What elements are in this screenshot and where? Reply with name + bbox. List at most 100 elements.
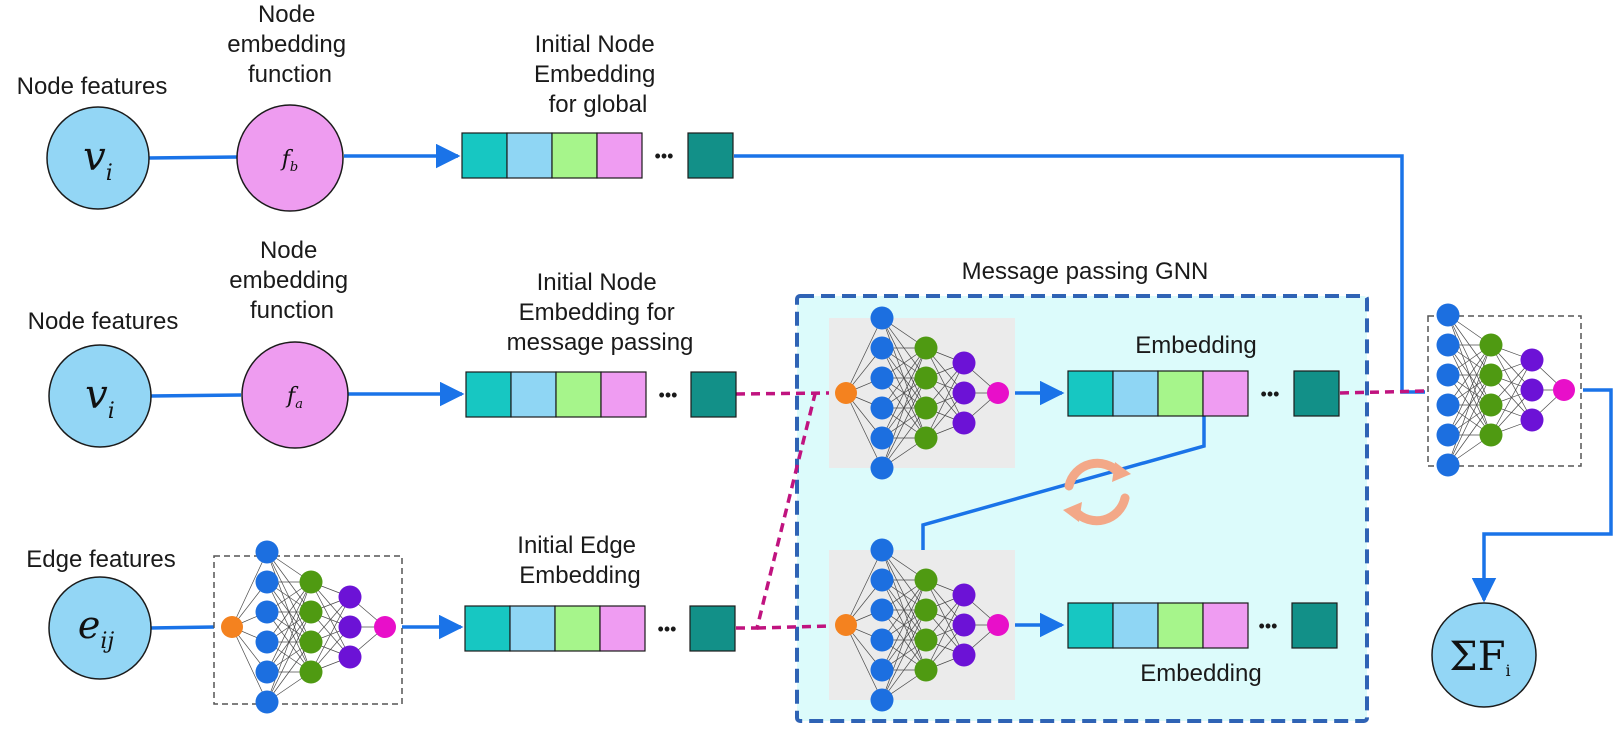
network-neuron (1479, 393, 1503, 417)
network-neuron (870, 336, 894, 360)
vector-cell (1202, 602, 1249, 649)
network-neuron (255, 630, 279, 654)
node-feature-symbol-1: vi (83, 134, 113, 186)
network-neuron (952, 583, 976, 607)
network-neuron (952, 381, 976, 405)
row1-link (147, 155, 239, 160)
mp-dashed-bottom (756, 624, 831, 630)
network-neuron (870, 538, 894, 562)
vector-cell (1067, 370, 1114, 417)
ellipsis: ••• (659, 385, 678, 405)
network-neuron (914, 336, 938, 360)
network-neuron (952, 411, 976, 435)
network-neuron (255, 540, 279, 564)
vector-cell (551, 132, 598, 179)
ellipsis: ••• (658, 619, 677, 639)
row-edge: Edge features eij Initial Edge Embedding… (26, 532, 736, 680)
vector-cell (464, 605, 511, 652)
node-embedding-fn-label-2: Node embedding function (229, 237, 354, 324)
initial-node-global-label: Initial Node Embedding for global (534, 31, 662, 118)
gnn-edge-network (829, 538, 1015, 712)
network-neuron (987, 382, 1009, 404)
vector-cell (1112, 602, 1159, 649)
edge-embedding-network (213, 540, 403, 714)
fa-function-circle (241, 341, 349, 449)
initial-node-mp-label: Initial Node Embedding for message passi… (507, 269, 694, 356)
network-neuron (835, 614, 857, 636)
network-neuron (299, 630, 323, 654)
refresh-cycle-icon (1063, 458, 1131, 526)
vector-cell (1202, 370, 1249, 417)
network-neuron (870, 306, 894, 330)
vector-cell (1112, 370, 1159, 417)
gnn-embedding-top: Embedding ••• (1067, 332, 1340, 417)
network-neuron (870, 598, 894, 622)
vector-cell (510, 371, 557, 418)
network-neuron (1520, 378, 1544, 402)
network-neuron (914, 658, 938, 682)
initial-edge-label: Initial Edge Embedding (517, 532, 642, 589)
embedding-label-bottom: Embedding (1140, 660, 1261, 687)
connectors (147, 143, 1613, 640)
network-neuron (255, 660, 279, 684)
vector-cell-last (690, 371, 737, 418)
network-neuron (914, 426, 938, 450)
network-neuron (870, 658, 894, 682)
vector-cell (554, 605, 601, 652)
edge-features-label: Edge features (26, 546, 175, 573)
ellipsis: ••• (1259, 616, 1278, 636)
mp-embedding-vector: ••• (465, 371, 737, 418)
network-neuron (1436, 393, 1460, 417)
network-neuron (914, 628, 938, 652)
network-neuron (1479, 423, 1503, 447)
vector-cell (506, 132, 553, 179)
edge-embedding-vector: ••• (464, 605, 736, 652)
ellipsis: ••• (1261, 384, 1280, 404)
row-message-passing: Node features vi Node embedding function… (28, 237, 737, 449)
edge-feature-symbol: eij (78, 603, 115, 654)
readout-to-sum (1471, 388, 1613, 603)
embedding-label-top: Embedding (1135, 332, 1256, 359)
network-neuron (299, 660, 323, 684)
network-neuron (299, 570, 323, 594)
network-neuron (1520, 348, 1544, 372)
readout-network (1427, 303, 1582, 477)
network-neuron (870, 396, 894, 420)
vector-cell (599, 605, 646, 652)
global-path (734, 154, 1425, 394)
network-neuron (338, 615, 362, 639)
network-neuron (338, 645, 362, 669)
feedback-path (921, 415, 1206, 552)
network-neuron (870, 628, 894, 652)
network-neuron (1479, 363, 1503, 387)
network-neuron (1553, 379, 1575, 401)
network-neuron (1479, 333, 1503, 357)
network-neuron (952, 613, 976, 637)
network-neuron (870, 688, 894, 712)
edge-feature-circle (48, 576, 152, 680)
network-neuron (914, 396, 938, 420)
network-neuron (338, 585, 362, 609)
node-feature-circle-2 (48, 344, 152, 448)
gnn-embedding-bottom: ••• Embedding (1067, 602, 1338, 687)
vector-cell-last (687, 132, 734, 179)
network-neuron (221, 616, 243, 638)
vector-cell (509, 605, 556, 652)
network-neuron (914, 568, 938, 592)
network-neuron (987, 614, 1009, 636)
vector-cell (600, 371, 647, 418)
neural-network-layer (213, 303, 1582, 714)
network-neuron (870, 426, 894, 450)
row3-link (149, 625, 215, 630)
node-features-label-1: Node features (17, 73, 168, 100)
network-neuron (914, 598, 938, 622)
network-frame (1427, 315, 1582, 467)
vector-cell (465, 371, 512, 418)
node-feature-circle-1 (46, 106, 150, 210)
network-neuron (914, 366, 938, 390)
network-neuron (952, 351, 976, 375)
node-embedding-fn-label-1: Node embedding function (227, 1, 352, 88)
row2-link (149, 393, 242, 398)
network-neuron (374, 616, 396, 638)
network-neuron (835, 382, 857, 404)
